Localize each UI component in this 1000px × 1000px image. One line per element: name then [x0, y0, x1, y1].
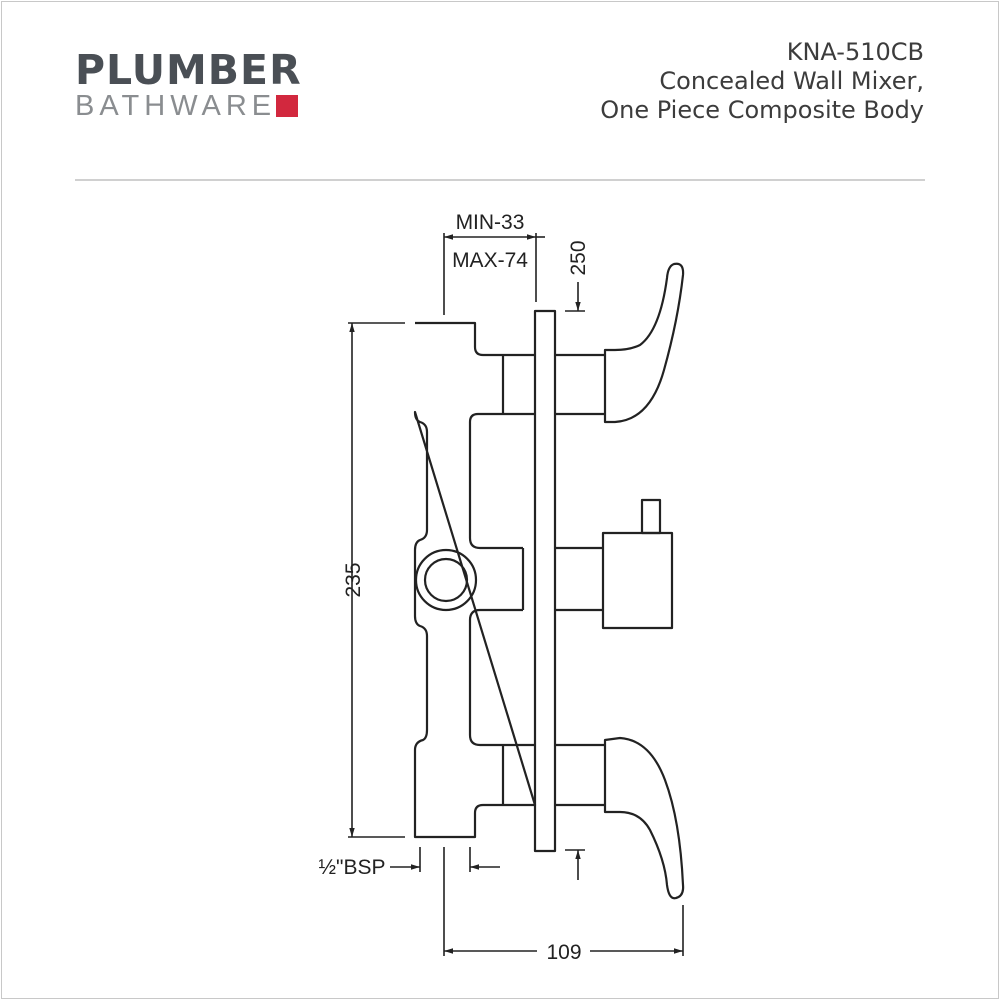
height-dimension: 235 — [342, 562, 365, 597]
diverter-knob — [601, 531, 674, 630]
product-name-line1: Concealed Wall Mixer, — [659, 67, 924, 95]
diverter-stem — [640, 498, 662, 535]
wall-plate — [533, 309, 557, 853]
product-name-line2: One Piece Composite Body — [600, 96, 924, 124]
thread-dimension: ½"BSP — [319, 856, 386, 879]
min-dimension: MIN-33 — [456, 211, 525, 234]
max-dimension: MAX-74 — [452, 249, 528, 272]
logo-line2: BATHWARE — [75, 90, 277, 122]
logo-line1: PLUMBER — [75, 46, 302, 94]
logo-red-square — [276, 95, 299, 117]
depth-dimension: 109 — [546, 941, 581, 964]
valve-body — [413, 321, 537, 839]
top-lever-handle — [603, 262, 685, 424]
product-code: KNA-510CB — [786, 38, 924, 66]
top-offset-dimension: 250 — [567, 240, 590, 275]
header-divider — [75, 179, 925, 181]
brand-logo: PLUMBER BATHWARE — [75, 46, 302, 123]
bottom-lever-handle — [603, 736, 685, 900]
product-title: KNA-510CB Concealed Wall Mixer, One Piec… — [600, 38, 924, 125]
inlet-port — [414, 548, 478, 612]
